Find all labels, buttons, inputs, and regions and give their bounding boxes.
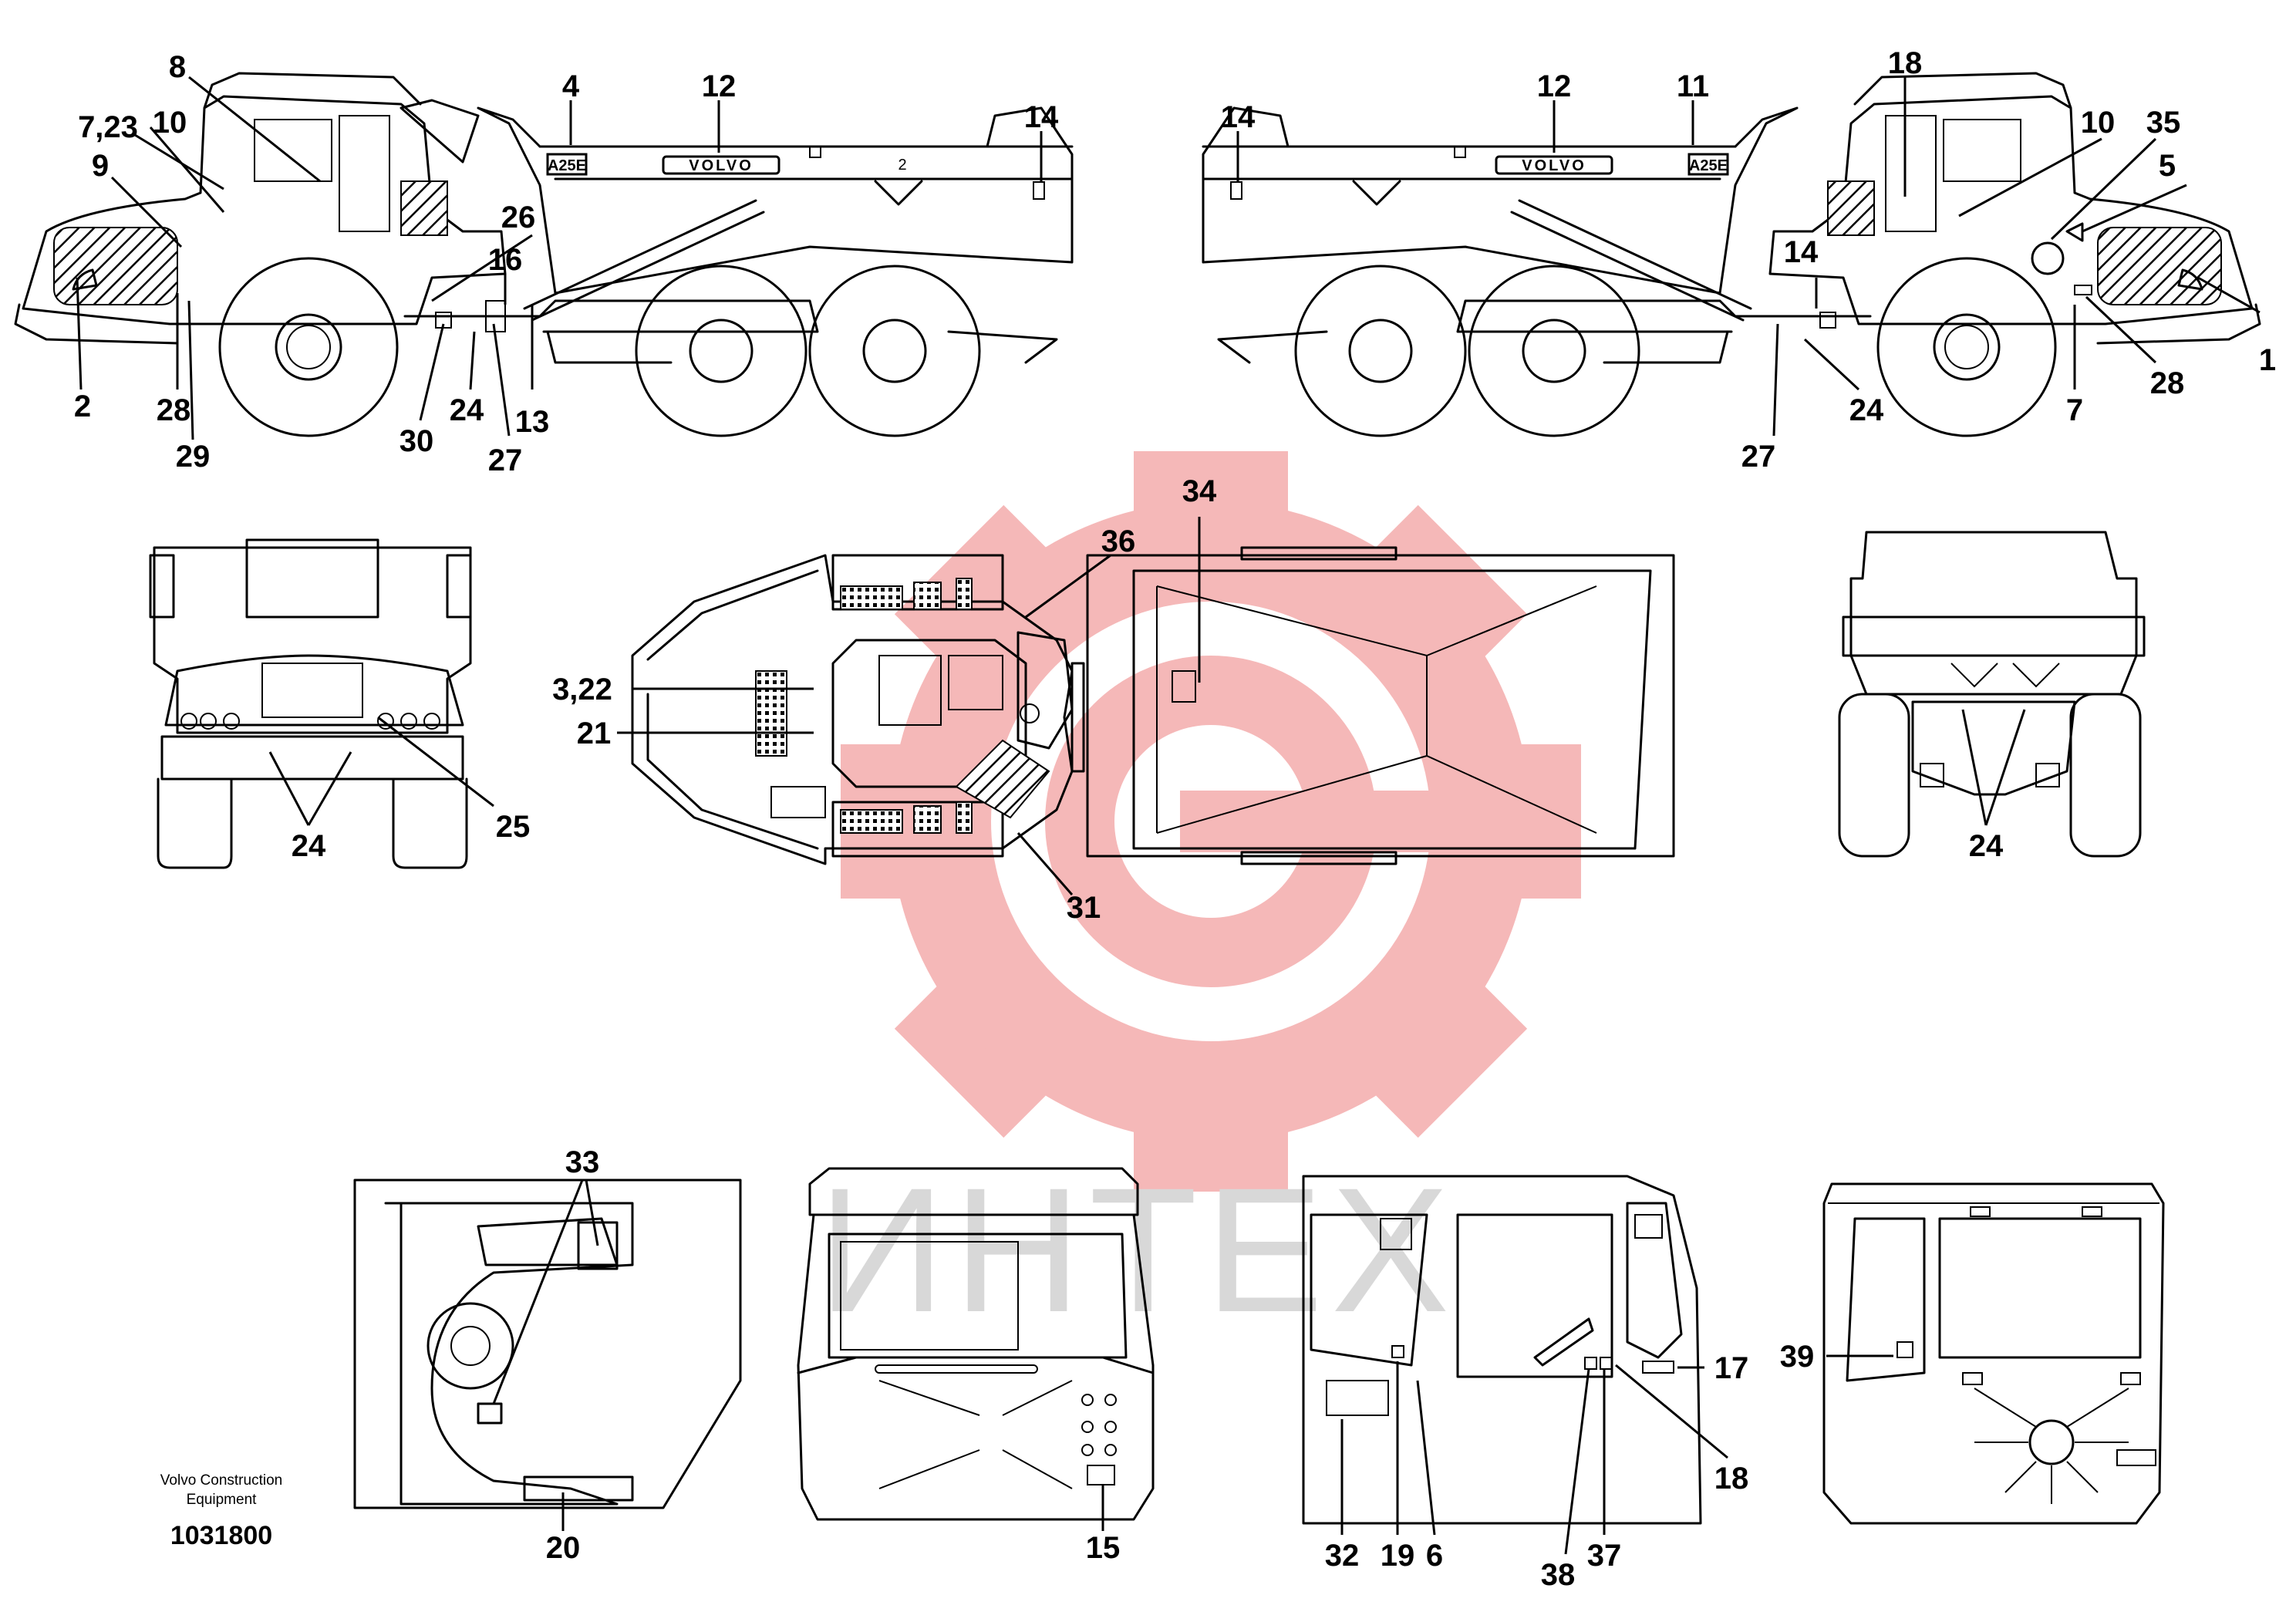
callout-5: 5 (2159, 149, 2176, 183)
callout-7: 7 (2066, 393, 2083, 427)
cab-side-interior-view: 32 19 6 38 37 18 17 (1302, 1175, 1749, 1592)
callout-15: 15 (1086, 1531, 1121, 1565)
cab-rear-view: 39 (1780, 1182, 2165, 1525)
callout-18-cab: 18 (1714, 1462, 1749, 1496)
callout-33: 33 (565, 1145, 600, 1179)
caption-line-2: Equipment (187, 1492, 258, 1508)
callout-28-right: 28 (2150, 366, 2185, 400)
callout-37: 37 (1587, 1539, 1622, 1573)
callout-9: 9 (92, 149, 109, 183)
callout-10-right: 10 (2081, 106, 2116, 140)
truck-right-side-view: A25E VOLVO 11 12 14 18 10 35 5 (1202, 46, 2276, 474)
callout-35: 35 (2146, 106, 2181, 140)
callout-10-left: 10 (153, 106, 187, 140)
brand-decal-volvo-right: VOLVO (1522, 157, 1586, 174)
callout-8: 8 (169, 50, 186, 84)
callout-24-rear: 24 (1969, 829, 2004, 863)
callout-14-left: 14 (1024, 100, 1059, 134)
callout-12-right: 12 (1537, 69, 1572, 103)
callout-34: 34 (1182, 474, 1217, 508)
callout-7-23: 7,23 (78, 110, 138, 144)
callout-32: 32 (1325, 1539, 1360, 1573)
callout-18-top: 18 (1888, 46, 1923, 80)
callout-6: 6 (1426, 1539, 1443, 1573)
part-number: 1031800 (170, 1521, 272, 1550)
dump-mark-2: 2 (898, 157, 906, 174)
callout-4-left: 4 (562, 69, 580, 103)
callout-1: 1 (2259, 343, 2276, 377)
callout-38: 38 (1541, 1558, 1576, 1592)
truck-front-view: 24 25 (149, 538, 531, 869)
watermark-gear (841, 451, 1581, 1192)
callout-30: 30 (400, 424, 434, 458)
callout-19: 19 (1381, 1539, 1415, 1573)
callout-29: 29 (176, 440, 211, 474)
cab-front-interior-view: 15 (797, 1167, 1155, 1565)
brand-decal-volvo-left: VOLVO (689, 157, 754, 174)
callout-3-22: 3,22 (552, 673, 612, 706)
callout-12-left: 12 (702, 69, 737, 103)
callout-2: 2 (74, 389, 91, 423)
callout-28-left: 28 (157, 393, 191, 427)
callout-17: 17 (1714, 1351, 1749, 1385)
model-decal-a25e-right: A25E (1689, 157, 1728, 174)
callout-16: 16 (488, 243, 523, 277)
callout-31: 31 (1067, 891, 1101, 925)
callout-26: 26 (501, 201, 536, 234)
caption-line-1: Volvo Construction (160, 1472, 282, 1489)
callout-39: 39 (1780, 1340, 1815, 1374)
callout-24-front: 24 (292, 829, 326, 863)
grille-hatch (53, 227, 178, 305)
callout-11: 11 (1677, 69, 1709, 103)
callout-36: 36 (1101, 524, 1136, 558)
callout-27-left: 27 (488, 443, 523, 477)
callout-20: 20 (546, 1531, 581, 1565)
callout-24-right: 24 (1849, 393, 1884, 427)
truck-top-view: 34 36 3,22 21 31 (552, 474, 1675, 925)
callout-27-right: 27 (1741, 440, 1776, 474)
callout-14-side: 14 (1784, 235, 1819, 269)
model-decal-a25e-left: A25E (548, 157, 586, 174)
callout-24-left: 24 (450, 393, 484, 427)
callout-25: 25 (496, 810, 531, 844)
cab-floor-view: 33 20 (353, 1145, 742, 1565)
truck-rear-view: 24 (1838, 531, 2146, 863)
truck-left-side-view: A25E VOLVO 2 4 12 14 (14, 50, 1074, 477)
callout-13: 13 (515, 405, 550, 439)
watermark-text: ИНТЕХ (818, 1151, 1458, 1349)
drawing-caption: Volvo Construction Equipment 1031800 (160, 1472, 282, 1550)
callout-14-right: 14 (1221, 100, 1256, 134)
callout-21: 21 (577, 717, 612, 750)
